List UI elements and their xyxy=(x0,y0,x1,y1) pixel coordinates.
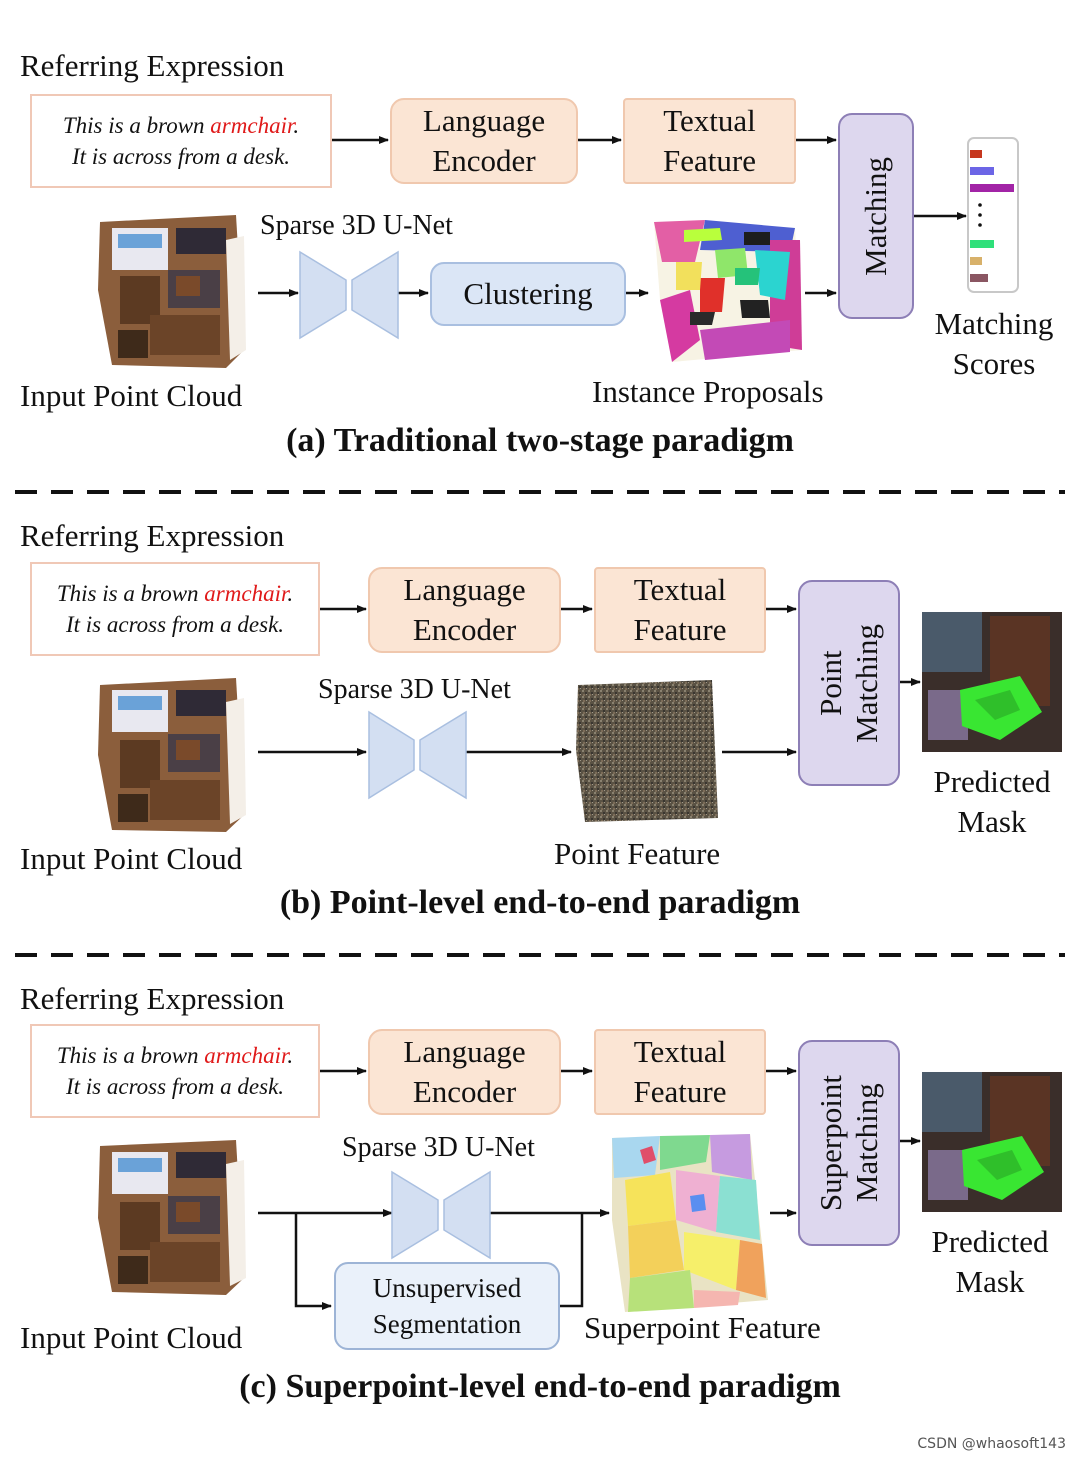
box-label: Textual xyxy=(633,572,727,607)
expression-text: This is a brown xyxy=(62,113,211,138)
superpoint-feature-label: Superpoint Feature xyxy=(584,1310,821,1345)
expression-text: . xyxy=(293,113,300,138)
score-bar xyxy=(970,240,994,248)
textual-feature-c: Textual Feature xyxy=(594,1029,766,1115)
expression-highlight: armchair xyxy=(210,113,294,138)
expression-box-c: This is a brown armchair. It is across f… xyxy=(30,1024,320,1118)
scores-label-line: Matching xyxy=(934,306,1054,341)
panel-b-arrows xyxy=(258,605,921,756)
textual-feature-a: Textual Feature xyxy=(623,98,796,184)
textual-feature-b: Textual Feature xyxy=(594,567,766,653)
panel-a-arrows xyxy=(258,136,967,297)
language-encoder-a: Language Encoder xyxy=(390,98,578,184)
unet-label-a: Sparse 3D U-Net xyxy=(260,210,453,241)
box-label: Feature xyxy=(633,612,727,647)
box-label: Clustering xyxy=(463,276,593,311)
box-label: Language xyxy=(403,572,526,607)
instance-proposals-label: Instance Proposals xyxy=(592,374,824,409)
caption-a: (a) Traditional two-stage paradigm xyxy=(286,422,794,459)
input-pc-label-c: Input Point Cloud xyxy=(20,1320,243,1355)
predicted-mask-image-b xyxy=(922,612,1062,752)
box-label: Segmentation xyxy=(372,1309,522,1339)
expression-text: This is a brown xyxy=(56,581,205,606)
caption-b: (b) Point-level end-to-end paradigm xyxy=(279,884,801,921)
pred-label-line: Predicted xyxy=(931,1224,1049,1259)
referring-title-a: Referring Expression xyxy=(20,48,285,83)
predicted-mask-label-b: Predicted Mask xyxy=(922,762,1062,842)
score-bar xyxy=(970,184,1014,192)
watermark: CSDN @whaosoft143 xyxy=(917,1436,1066,1452)
expression-line2-b: It is across from a desk. xyxy=(65,612,285,637)
unet-icon-a xyxy=(299,250,399,340)
unet-label-b: Sparse 3D U-Net xyxy=(318,674,511,705)
caption-c: (c) Superpoint-level end-to-end paradigm xyxy=(239,1368,841,1405)
expression-box-a: This is a brown armchair. It is across f… xyxy=(30,94,332,188)
box-label: Encoder xyxy=(432,143,536,178)
expression-line1-b: This is a brown armchair. xyxy=(32,578,318,609)
unet-icon-c xyxy=(391,1170,491,1260)
score-bar xyxy=(970,257,982,265)
room-image-c xyxy=(98,1140,246,1295)
language-encoder-b: Language Encoder xyxy=(368,567,561,653)
expression-line1-c: This is a brown armchair. xyxy=(32,1040,318,1071)
unet-label-c: Sparse 3D U-Net xyxy=(342,1132,535,1163)
expression-text: This is a brown xyxy=(56,1043,205,1068)
pred-label-line: Mask xyxy=(957,804,1027,839)
box-label: Matching xyxy=(858,156,893,276)
box-label: Language xyxy=(422,103,546,138)
box-label: Textual xyxy=(633,1034,727,1069)
point-feature-image xyxy=(576,680,718,822)
matching-scores-panel xyxy=(967,137,1019,293)
room-image-b xyxy=(98,678,246,832)
unet-icon-b xyxy=(368,710,467,800)
matching-scores-label: Matching Scores xyxy=(928,304,1060,384)
box-label: Superpoint xyxy=(813,1074,848,1212)
predicted-mask-image-c xyxy=(922,1072,1062,1212)
referring-title-b: Referring Expression xyxy=(20,518,285,553)
box-label: Unsupervised xyxy=(372,1273,522,1303)
expression-text: . xyxy=(287,1043,294,1068)
panel-c-arrows xyxy=(258,1067,921,1310)
box-label: Point xyxy=(813,650,848,716)
score-bar xyxy=(970,274,988,282)
pred-label-line: Predicted xyxy=(933,764,1051,799)
language-encoder-c: Language Encoder xyxy=(368,1029,561,1115)
score-bar xyxy=(970,150,982,158)
box-label: Feature xyxy=(633,1074,727,1109)
unsupervised-segmentation-box: Unsupervised Segmentation xyxy=(334,1262,560,1350)
expression-highlight: armchair xyxy=(204,581,288,606)
box-label: Language xyxy=(403,1034,526,1069)
input-pc-label-a: Input Point Cloud xyxy=(20,378,243,413)
point-feature-label: Point Feature xyxy=(554,836,721,871)
clustering-box: Clustering xyxy=(430,262,626,326)
score-bar xyxy=(970,167,994,175)
box-label: Matching xyxy=(849,623,884,743)
box-label: Encoder xyxy=(412,612,517,647)
box-label: Textual xyxy=(663,103,756,138)
superpoint-feature-image xyxy=(612,1134,768,1312)
expression-line2-c: It is across from a desk. xyxy=(65,1074,285,1099)
box-label: Matching xyxy=(849,1083,884,1203)
referring-title-c: Referring Expression xyxy=(20,981,285,1016)
predicted-mask-label-c: Predicted Mask xyxy=(920,1222,1060,1302)
expression-line1-a: This is a brown armchair. xyxy=(32,110,330,141)
scores-label-line: Scores xyxy=(952,346,1036,381)
box-label: Encoder xyxy=(412,1074,517,1109)
expression-line2-a: It is across from a desk. xyxy=(71,144,291,169)
instance-proposals-image xyxy=(654,220,802,362)
room-image-a xyxy=(98,215,246,368)
expression-text: . xyxy=(287,581,294,606)
pred-label-line: Mask xyxy=(955,1264,1025,1299)
box-label: Feature xyxy=(663,143,756,178)
matching-box-a: Matching xyxy=(838,113,914,319)
input-pc-label-b: Input Point Cloud xyxy=(20,841,243,876)
expression-box-b: This is a brown armchair. It is across f… xyxy=(30,562,320,656)
expression-highlight: armchair xyxy=(204,1043,288,1068)
